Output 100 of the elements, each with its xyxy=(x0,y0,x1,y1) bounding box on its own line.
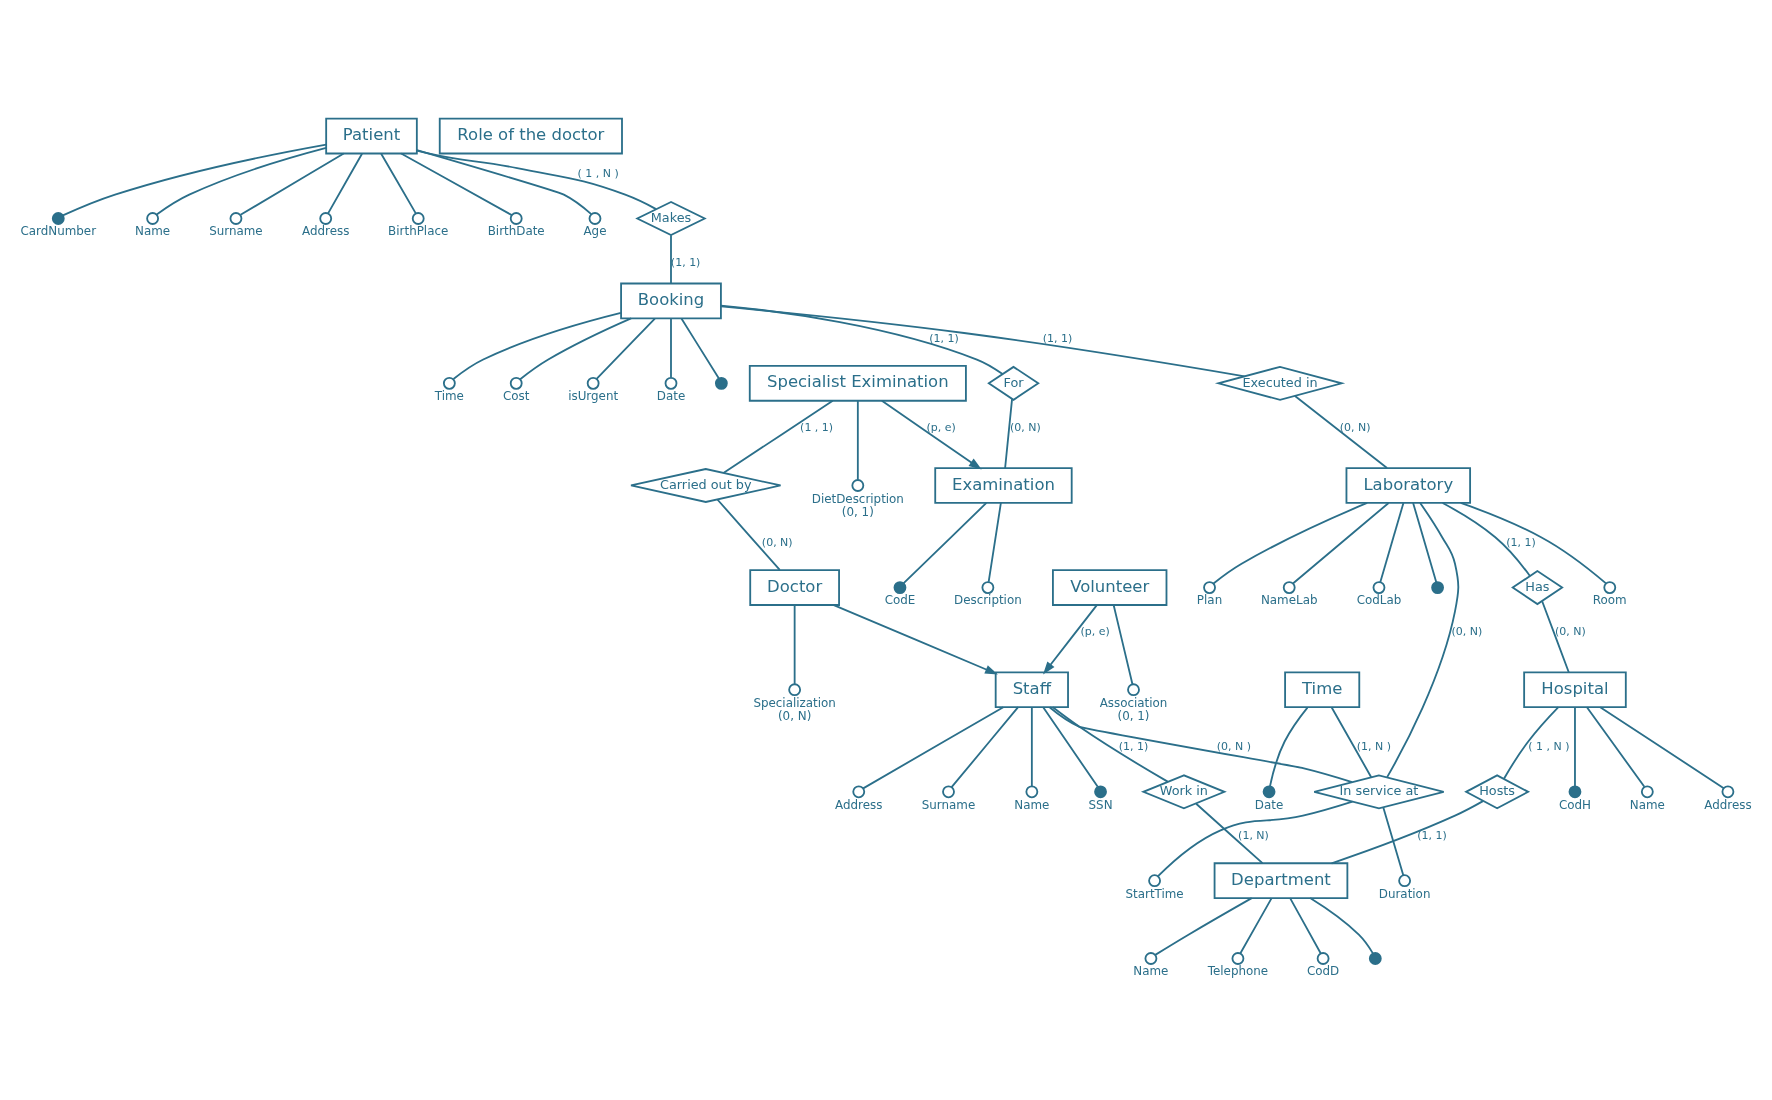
node-circle xyxy=(1231,951,1245,965)
edge-label: (1 , 1) xyxy=(800,420,834,434)
node-circle xyxy=(509,211,523,225)
connector xyxy=(1459,501,1607,584)
node-circle xyxy=(1144,951,1158,965)
connector xyxy=(62,143,328,216)
connector xyxy=(452,311,622,380)
connector xyxy=(1051,705,1169,783)
connector xyxy=(1541,599,1570,673)
node-label: Name xyxy=(135,223,171,238)
node-circle xyxy=(411,211,425,225)
edge-label: (0, N) xyxy=(1339,420,1371,434)
connector xyxy=(1294,394,1388,469)
connector xyxy=(1269,706,1309,787)
node-label: Name xyxy=(1629,797,1665,812)
node-label: Name xyxy=(1133,963,1169,978)
node-circle xyxy=(146,211,160,225)
node-label: BirthDate xyxy=(487,223,545,238)
arrow xyxy=(832,603,998,674)
node-label: Address xyxy=(302,223,350,238)
edge-label: (1, N ) xyxy=(1356,739,1392,753)
connector xyxy=(1503,705,1560,780)
connector xyxy=(793,603,796,685)
node-dot xyxy=(1094,784,1107,798)
connector xyxy=(987,501,1002,583)
edge-label: (p, e) xyxy=(1080,624,1110,638)
node-box: Time xyxy=(1284,670,1361,708)
node-circle xyxy=(442,376,456,390)
connector xyxy=(720,305,1246,377)
edge-label: (0, N) xyxy=(1555,624,1586,638)
connector xyxy=(1048,705,1353,783)
node-label: CodLab xyxy=(1356,592,1402,607)
node-circle xyxy=(1372,580,1386,594)
node-diamond: Hosts xyxy=(1464,773,1531,809)
node-diamond: Work in xyxy=(1140,773,1227,809)
connector xyxy=(720,304,1004,375)
node-diamond: In service at xyxy=(1313,773,1445,809)
node-label: Date xyxy=(656,388,686,403)
node-label: Cost xyxy=(503,388,530,403)
connector xyxy=(670,317,672,378)
node-circle xyxy=(788,682,802,696)
connector xyxy=(862,705,1005,789)
connector xyxy=(1195,802,1264,864)
edge-label: (0, N) xyxy=(1010,420,1041,434)
node-circle xyxy=(664,376,678,390)
node-dot xyxy=(1568,784,1582,798)
connector xyxy=(1379,501,1405,583)
connector xyxy=(1289,896,1322,954)
connector xyxy=(327,152,363,214)
node-circle xyxy=(1282,580,1296,594)
node-label: Address xyxy=(835,797,883,812)
node-box: Specialist Eximination xyxy=(748,364,967,402)
edge-label: (1, N) xyxy=(1238,828,1269,842)
node-diamond: Carried out by xyxy=(630,467,782,503)
node-circle xyxy=(942,784,955,798)
node-box: Doctor xyxy=(749,568,840,606)
node-label: Description xyxy=(954,592,1022,607)
node-label: CodH xyxy=(1558,797,1592,812)
node-label: CodD xyxy=(1306,963,1340,978)
edge-label: (1, 1) xyxy=(929,331,959,345)
arrow xyxy=(880,399,982,470)
node-dot xyxy=(1368,951,1382,965)
connector xyxy=(1330,705,1373,778)
node-label: Room xyxy=(1592,592,1627,607)
connector xyxy=(416,149,658,210)
connector xyxy=(1412,501,1438,583)
connector xyxy=(416,148,593,215)
edge-label: (p, e) xyxy=(926,420,956,434)
node-circle xyxy=(1203,580,1216,594)
node-diamond: Executed in xyxy=(1214,365,1346,401)
connector xyxy=(1574,705,1576,787)
node-label: Duration xyxy=(1378,886,1431,901)
connector xyxy=(856,399,859,481)
node-label: BirthPlace xyxy=(388,223,449,238)
node-box: Booking xyxy=(620,282,722,319)
edge-label: (0, N) xyxy=(1451,624,1483,638)
edge-label: (1, 1) xyxy=(1506,535,1536,549)
node-label: Name xyxy=(1014,797,1050,812)
node-circle xyxy=(1398,873,1412,887)
connector xyxy=(400,152,513,216)
node-circle xyxy=(586,376,600,390)
node-label: Age xyxy=(583,223,607,238)
node-label: (0, 1) xyxy=(1117,708,1150,723)
node-label: Surname xyxy=(921,797,976,812)
connector xyxy=(1441,501,1531,577)
connector xyxy=(680,317,720,379)
connector xyxy=(1599,705,1725,789)
node-label: Plan xyxy=(1196,592,1223,607)
node-diamond: Has xyxy=(1511,569,1564,605)
node-circle xyxy=(1148,873,1161,887)
node-label: Address xyxy=(1704,797,1752,812)
node-circle xyxy=(1127,682,1140,696)
node-label: (0, 1) xyxy=(841,504,874,519)
node-label: Time xyxy=(434,388,464,403)
node-box: Hospital xyxy=(1523,670,1627,708)
connector xyxy=(519,317,632,380)
connector xyxy=(1309,896,1374,954)
edge-label: (1, 1) xyxy=(1042,331,1073,345)
edge-label: (1, 1) xyxy=(1417,828,1447,842)
node-box: Patient xyxy=(325,117,418,154)
